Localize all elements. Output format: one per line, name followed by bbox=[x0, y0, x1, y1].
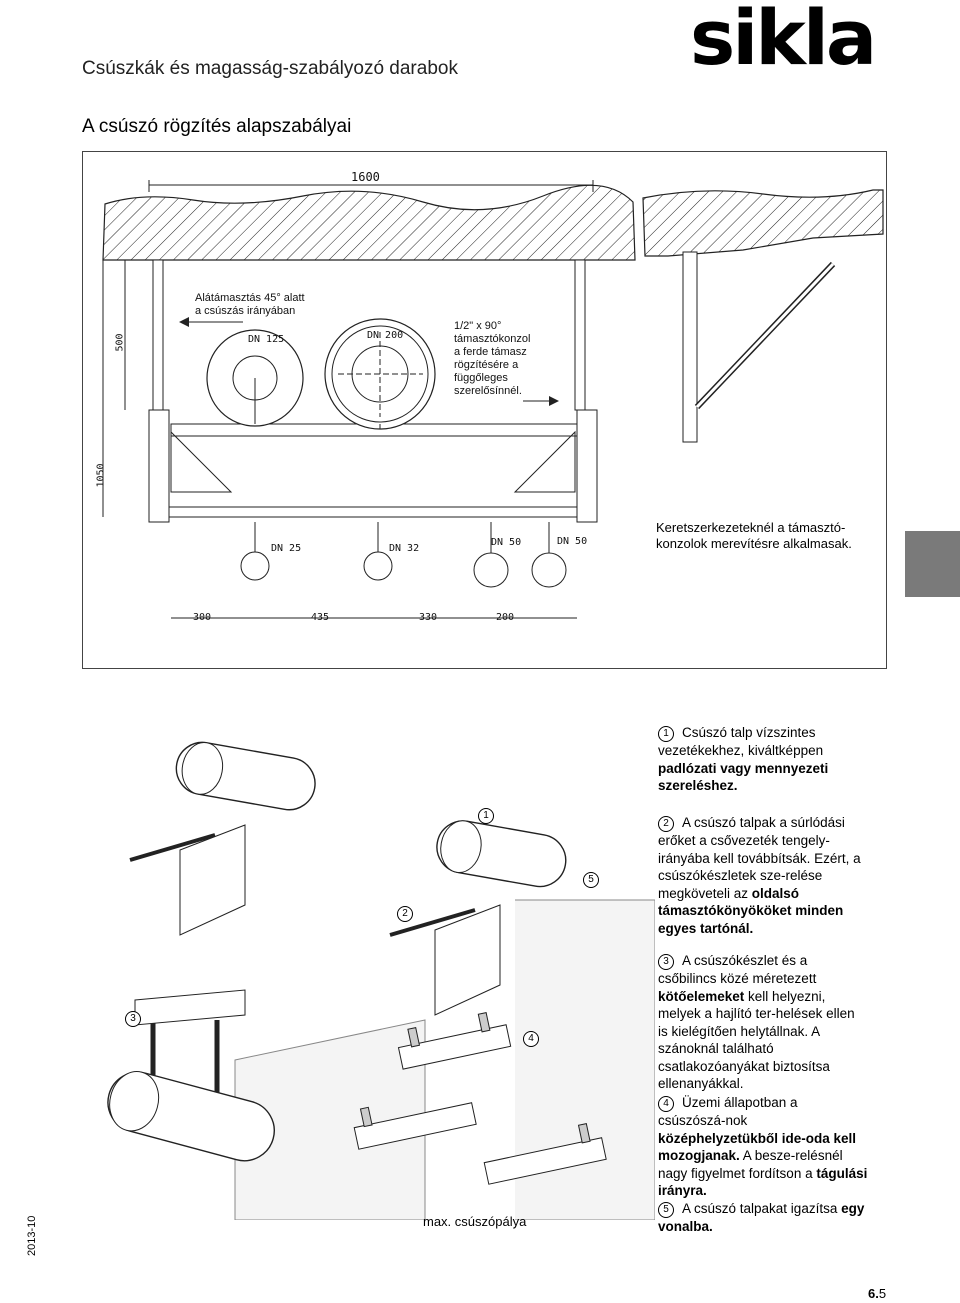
marker-3: 3 bbox=[125, 1011, 141, 1027]
caption-number: 1 bbox=[658, 726, 674, 742]
caption-number: 5 bbox=[658, 1202, 674, 1218]
caption-emphasis: egy vonalba. bbox=[658, 1201, 865, 1234]
pipe-label-dn50-b: DN 50 bbox=[557, 536, 588, 547]
caption-number: 4 bbox=[658, 1096, 674, 1112]
dim-500: 500 bbox=[114, 333, 126, 352]
section-tab-icon bbox=[905, 531, 960, 597]
note-frame: Keretszerkezeteknél a támasztó- konzolok… bbox=[656, 520, 852, 551]
caption-emphasis: padlózati vagy mennyezeti szereléshez. bbox=[658, 760, 829, 794]
dim-1050: 1050 bbox=[95, 463, 107, 488]
pipe-label-dn50-a: DN 50 bbox=[491, 537, 522, 548]
caption-text: A besze-relésnél nagy figyelmet fordítso… bbox=[658, 1148, 843, 1181]
max-slide-label: max. csúszópálya bbox=[423, 1214, 527, 1229]
pipe-label-dn32: DN 32 bbox=[389, 543, 420, 554]
caption-emphasis: középhelyzetükből ide-oda kell mozogjana… bbox=[658, 1130, 857, 1164]
caption-text: A csúszó talpakat igazítsa bbox=[682, 1201, 842, 1216]
caption-text: kell helyezni, melyek a hajlító ter-helé… bbox=[658, 988, 855, 1092]
marker-2: 2 bbox=[397, 906, 413, 922]
header-title: Csúszkák és magasság-szabályozó darabok bbox=[82, 58, 458, 79]
marker-4: 4 bbox=[523, 1031, 539, 1047]
caption-text: A csúszókészlet és a csőbilincs közé mér… bbox=[658, 953, 817, 986]
pipe-label-dn25: DN 25 bbox=[271, 543, 302, 554]
technical-diagram: 1600 500 1050 300 435 330 200 DN 125 DN … bbox=[82, 151, 887, 669]
caption-text: A csúszó talpak a súrlódási erőket a cső… bbox=[658, 815, 861, 901]
caption-emphasis: oldalsó támasztókönyököket minden egyes … bbox=[658, 885, 844, 936]
caption-text: Csúszó talp vízszintes vezetékekhez, kiv… bbox=[658, 725, 824, 758]
dim-spacing-4: 200 bbox=[496, 612, 515, 623]
pipe-label-dn200: DN 200 bbox=[367, 330, 404, 341]
sikla-logo: sikla bbox=[690, 0, 877, 82]
note-support: Alátámasztás 45° alatt a csúszás irányáb… bbox=[195, 292, 305, 317]
marker-1: 1 bbox=[478, 808, 494, 824]
caption-5: 5 A csúszó talpakat igazítsa egy vonalba. bbox=[658, 1200, 868, 1236]
caption-emphasis: kötőelemeket bbox=[658, 988, 745, 1004]
dim-1600: 1600 bbox=[351, 170, 380, 184]
dim-spacing-3: 330 bbox=[419, 612, 438, 623]
marker-5: 5 bbox=[583, 872, 599, 888]
caption-text: Üzemi állapotban a csúszószá-nok bbox=[658, 1095, 798, 1128]
dim-spacing-1: 300 bbox=[193, 612, 212, 623]
note-bracket: 1/2" x 90° támasztókonzol a ferde támasz… bbox=[454, 320, 531, 397]
diagram-drawing bbox=[102, 180, 884, 619]
page-number: 6.5 bbox=[868, 1286, 887, 1301]
pipe-label-dn125: DN 125 bbox=[248, 334, 285, 345]
footer-date: 2013-10 bbox=[26, 1215, 38, 1256]
sliding-support-illustration bbox=[107, 741, 655, 1220]
dim-spacing-2: 435 bbox=[311, 612, 330, 623]
section-title: A csúszó rögzítés alapszabályai bbox=[82, 116, 352, 137]
caption-number: 3 bbox=[658, 954, 674, 970]
caption-number: 2 bbox=[658, 816, 674, 832]
caption-emphasis: tágulási irányra. bbox=[658, 1165, 868, 1199]
